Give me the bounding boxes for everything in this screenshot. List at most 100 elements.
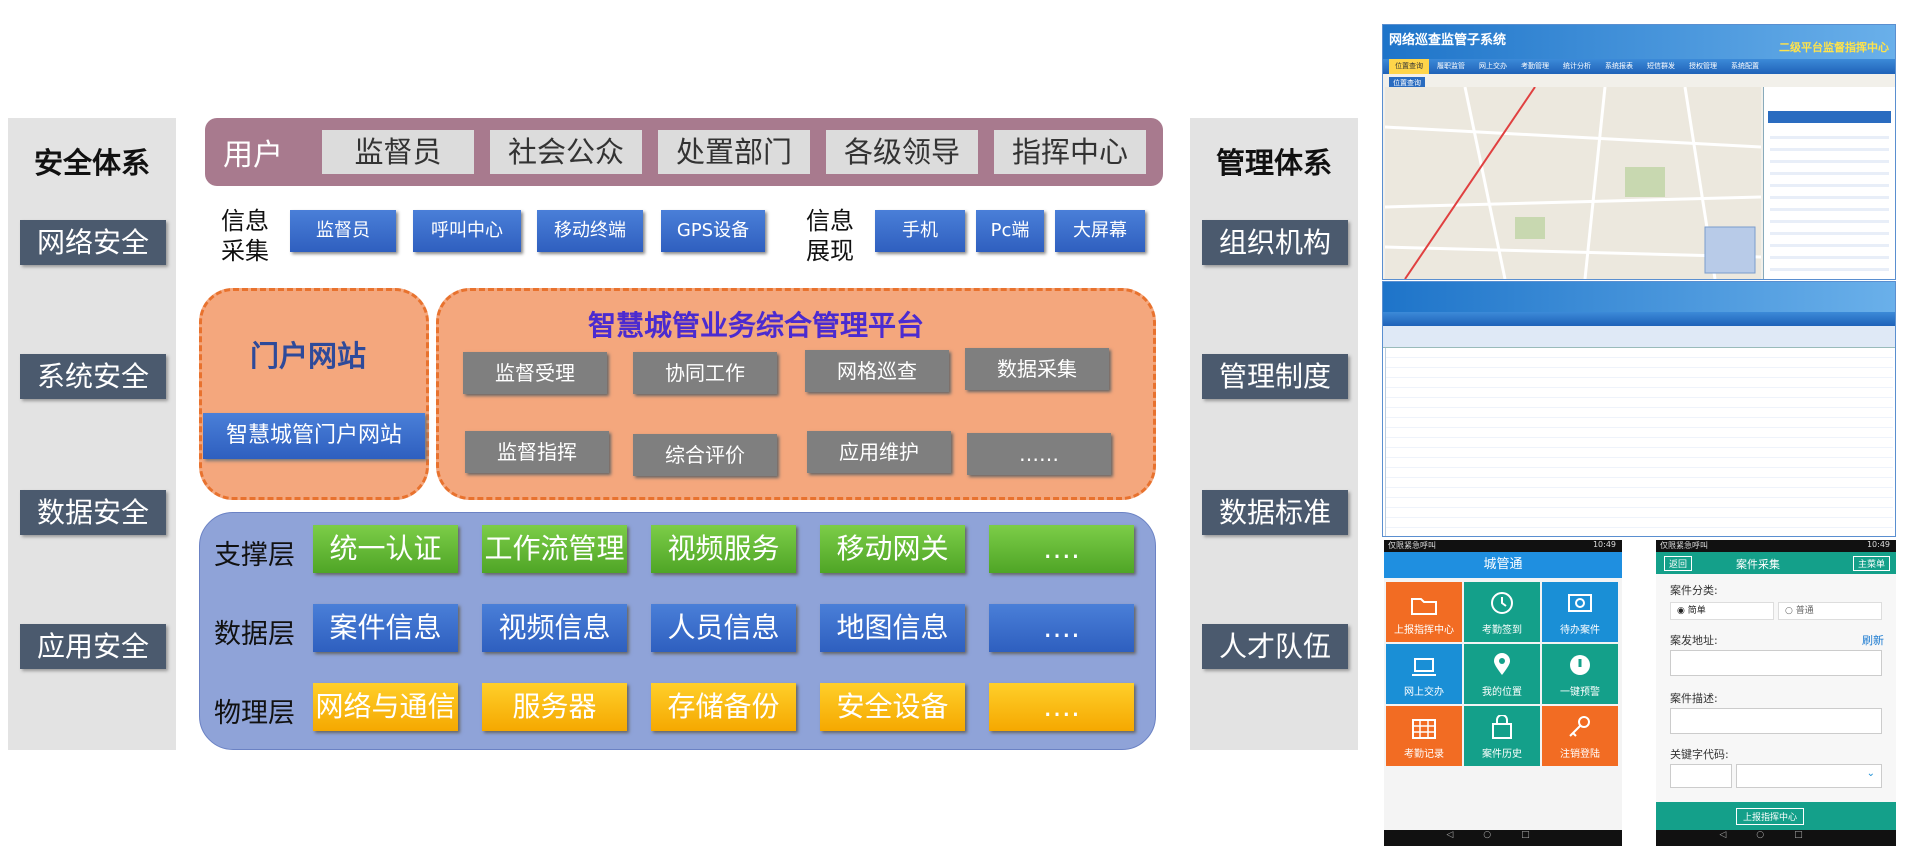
- platform-maintenance: 应用维护: [807, 431, 951, 473]
- support-auth: 统一认证: [313, 525, 458, 573]
- keyword-select[interactable]: ⌄: [1736, 764, 1882, 788]
- mobile1-statusbar: 仅限紧急呼叫 10:49: [1384, 540, 1622, 552]
- collect-supervisor: 监督员: [290, 210, 396, 252]
- mobile1-title: 城管通: [1384, 552, 1622, 578]
- security-title: 安全体系: [33, 146, 150, 180]
- web-tab-stats[interactable]: 统计分析: [1563, 62, 1591, 70]
- web-tab-location[interactable]: 位置查询: [1389, 59, 1429, 74]
- platform-grid-patrol: 网格巡查: [805, 350, 949, 392]
- collect-mobile-terminal: 移动终端: [537, 210, 643, 252]
- tile-case-history-label: 案件历史: [1482, 749, 1522, 760]
- security-item-application: 应用安全: [20, 624, 166, 669]
- address-label: 案发地址:: [1670, 634, 1718, 647]
- tile-alert[interactable]: 一键预警: [1542, 644, 1618, 704]
- portal-site: 智慧城管门户网站: [203, 413, 425, 459]
- tile-location[interactable]: 我的位置: [1464, 644, 1540, 704]
- support-video: 视频服务: [651, 525, 796, 573]
- tile-assign[interactable]: 网上交办: [1386, 644, 1462, 704]
- description-input[interactable]: [1670, 708, 1882, 734]
- layer-data-label: 数据层: [214, 619, 295, 650]
- layer-physical-label: 物理层: [214, 698, 295, 729]
- management-title: 管理体系: [1215, 146, 1332, 180]
- mobile2-title: 案件采集: [1736, 558, 1780, 571]
- users-label: 用户: [223, 138, 283, 173]
- web-tab-auth[interactable]: 授权管理: [1689, 62, 1717, 70]
- alert-icon: [1570, 655, 1590, 675]
- web-screenshot-table: [1382, 281, 1896, 537]
- lock-icon: [1492, 715, 1512, 739]
- web-tab-assign[interactable]: 网上交办: [1479, 62, 1507, 70]
- security-item-network: 网络安全: [20, 220, 166, 265]
- management-item-org: 组织机构: [1202, 220, 1348, 265]
- web-tab-reports[interactable]: 系统报表: [1605, 62, 1633, 70]
- web-title: 网络巡查监管子系统: [1389, 33, 1507, 48]
- data-personnel: 人员信息: [651, 604, 796, 652]
- main-menu-button[interactable]: 主菜单: [1852, 556, 1890, 571]
- web-tab-attendance[interactable]: 考勤管理: [1521, 62, 1549, 70]
- mobile2-statusbar: 仅限紧急呼叫 10:49: [1656, 540, 1896, 552]
- web-screenshot-map: 网络巡查监管子系统 二级平台监督指挥中心 位置查询 履职监管 网上交办 考勤管理…: [1382, 24, 1896, 280]
- address-input[interactable]: [1670, 650, 1882, 676]
- mobile2-status-text: 仅限紧急呼叫: [1660, 541, 1708, 550]
- back-button[interactable]: 返回: [1664, 556, 1693, 571]
- platform-more: ……: [967, 433, 1111, 475]
- support-more: ….: [989, 525, 1134, 573]
- users-band: 用户 监督员 社会公众 处置部门 各级领导 指挥中心: [205, 118, 1163, 186]
- mobile1-navbar: ◁○□: [1384, 830, 1622, 846]
- keyword-label: 关键字代码:: [1670, 748, 1729, 761]
- portal-title: 门户网站: [250, 339, 367, 373]
- keyword-input[interactable]: [1670, 764, 1732, 788]
- data-cases: 案件信息: [313, 604, 458, 652]
- tile-logout-label: 注销登陆: [1560, 749, 1600, 760]
- display-big-screen: 大屏幕: [1055, 210, 1145, 252]
- user-supervisor: 监督员: [322, 130, 474, 174]
- mobile2-navbar: ◁○□: [1656, 830, 1896, 846]
- support-mobile-gateway: 移动网关: [820, 525, 965, 573]
- tile-report[interactable]: 上报指挥中心: [1386, 582, 1462, 642]
- user-leaders: 各级领导: [826, 130, 978, 174]
- tile-todo-label: 待办案件: [1560, 625, 1600, 636]
- chevron-down-icon: ⌄: [1866, 768, 1875, 779]
- collect-gps: GPS设备: [661, 210, 765, 252]
- tile-attendance-records-label: 考勤记录: [1404, 749, 1444, 760]
- map-tree-panel: [1763, 87, 1895, 279]
- web-tab-config[interactable]: 系统配置: [1731, 62, 1759, 70]
- web-tab-duty[interactable]: 履职监管: [1437, 62, 1465, 70]
- support-workflow: 工作流管理: [482, 525, 627, 573]
- refresh-link[interactable]: 刷新: [1862, 634, 1884, 647]
- tile-todo[interactable]: 待办案件: [1542, 582, 1618, 642]
- option-simple[interactable]: ◉ 简单: [1670, 602, 1774, 620]
- collect-call-center: 呼叫中心: [413, 210, 521, 252]
- location-pin-icon: [1494, 653, 1510, 675]
- tile-checkin[interactable]: 考勤签到: [1464, 582, 1540, 642]
- tile-attendance-records[interactable]: 考勤记录: [1386, 706, 1462, 766]
- platform-evaluation: 综合评价: [633, 434, 777, 476]
- platform-supervision-accept: 监督受理: [463, 352, 607, 394]
- physical-security-device: 安全设备: [820, 683, 965, 731]
- management-panel: 管理体系 组织机构 管理制度 数据标准 人才队伍: [1190, 118, 1358, 750]
- user-command-center: 指挥中心: [994, 130, 1146, 174]
- tile-logout[interactable]: 注销登陆: [1542, 706, 1618, 766]
- data-video: 视频信息: [482, 604, 627, 652]
- platform-title: 智慧城管业务综合管理平台: [587, 309, 924, 342]
- tile-assign-label: 网上交办: [1404, 687, 1444, 698]
- submit-report-button[interactable]: 上报指挥中心: [1656, 802, 1896, 830]
- layer-support-label: 支撑层: [214, 540, 295, 571]
- security-panel: 安全体系 网络安全 系统安全 数据安全 应用安全: [8, 118, 176, 750]
- option-normal[interactable]: ○ 普通: [1778, 602, 1882, 620]
- mobile1-status-text: 仅限紧急呼叫: [1388, 541, 1436, 550]
- management-item-standards: 数据标准: [1202, 490, 1348, 535]
- platform-supervision-command: 监督指挥: [465, 431, 609, 473]
- info-display-label: 信息 展现: [806, 207, 854, 265]
- mobile-screenshot-case: 仅限紧急呼叫 10:49 返回 案件采集 主菜单 案件分类: ◉ 简单 ○ 普通…: [1656, 540, 1896, 846]
- tile-case-history[interactable]: 案件历史: [1464, 706, 1540, 766]
- management-item-rules: 管理制度: [1202, 354, 1348, 399]
- key-icon: [1569, 716, 1590, 737]
- display-phone: 手机: [875, 210, 965, 252]
- tile-location-label: 我的位置: [1482, 687, 1522, 698]
- security-item-data: 数据安全: [20, 490, 166, 535]
- platform-collaboration: 协同工作: [633, 352, 777, 394]
- display-pc: Pc端: [976, 210, 1044, 252]
- web-tab-sms[interactable]: 短信群发: [1647, 62, 1675, 70]
- folder-icon: [1411, 598, 1437, 615]
